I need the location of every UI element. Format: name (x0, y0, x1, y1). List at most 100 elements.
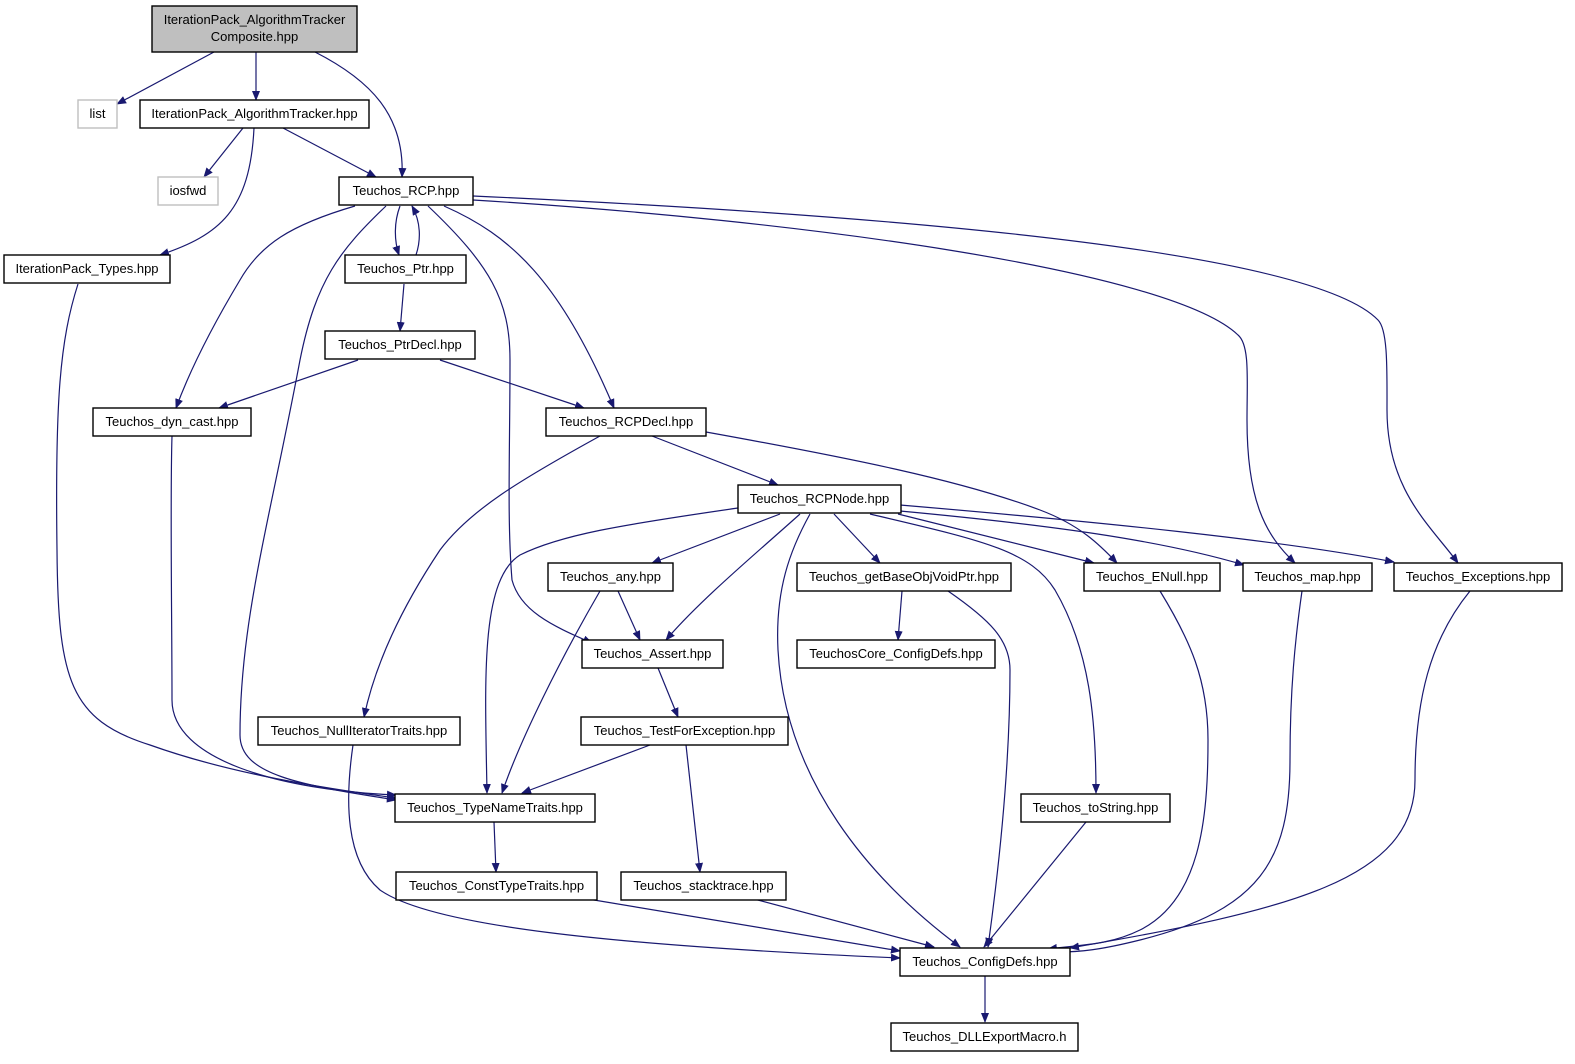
node-dyncast[interactable]: Teuchos_dyn_cast.hpp (92, 407, 252, 437)
edge-any-typename (501, 590, 601, 794)
edge-stacktrace-configdefs (753, 898, 935, 949)
node-enull[interactable]: Teuchos_ENull.hpp (1083, 562, 1221, 592)
node-map[interactable]: Teuchos_map.hpp (1242, 562, 1373, 592)
node-map-label: Teuchos_map.hpp (1254, 569, 1360, 584)
node-iptypes-label: IterationPack_Types.hpp (15, 261, 158, 276)
node-dllexport-label: Teuchos_DLLExportMacro.h (902, 1029, 1066, 1044)
edge-testfor-stacktrace (685, 744, 703, 873)
node-assert[interactable]: Teuchos_Assert.hpp (581, 639, 724, 669)
edge-rcp-rcpdecl (443, 205, 615, 409)
node-tostring-label: Teuchos_toString.hpp (1033, 800, 1159, 815)
node-stacktrace-label: Teuchos_stacktrace.hpp (633, 878, 773, 893)
node-rcpdecl[interactable]: Teuchos_RCPDecl.hpp (545, 407, 707, 437)
edge-getbase-coreconfig (894, 590, 903, 641)
edge-dyncast-typename (170, 435, 397, 799)
edge-ptr-rcp (411, 205, 420, 256)
node-getbase[interactable]: Teuchos_getBaseObjVoidPtr.hpp (796, 562, 1012, 592)
edge-algtracker-iptypes (159, 127, 255, 256)
node-consttype[interactable]: Teuchos_ConstTypeTraits.hpp (395, 871, 598, 901)
node-ptr-label: Teuchos_Ptr.hpp (357, 261, 454, 276)
node-iosfwd[interactable]: iosfwd (157, 176, 219, 206)
node-root-label-2: Composite.hpp (211, 29, 298, 44)
node-exceptions-label: Teuchos_Exceptions.hpp (1406, 569, 1551, 584)
edge-algtracker-rcp (282, 127, 377, 178)
edge-rcpdecl-nulliter (361, 435, 601, 718)
edge-ptrdecl-rcpdecl (439, 359, 585, 409)
edge-tostring-configdefs (983, 821, 1087, 948)
edge-rcpnode-enull (897, 513, 1095, 565)
node-typename[interactable]: Teuchos_TypeNameTraits.hpp (394, 793, 596, 823)
node-iptypes[interactable]: IterationPack_Types.hpp (3, 254, 171, 284)
node-any-label: Teuchos_any.hpp (560, 569, 661, 584)
edge-getbase-configdefs (947, 590, 1011, 948)
edge-ptrdecl-dyncast (218, 359, 359, 409)
node-typename-label: Teuchos_TypeNameTraits.hpp (407, 800, 583, 815)
node-tostring[interactable]: Teuchos_toString.hpp (1020, 793, 1171, 823)
edge-rcpnode-typename (482, 507, 739, 794)
node-assert-label: Teuchos_Assert.hpp (594, 646, 712, 661)
edge-rcp-ptr (392, 205, 401, 256)
edge-rcp-typename (239, 205, 397, 803)
node-configdefs-label: Teuchos_ConfigDefs.hpp (912, 954, 1057, 969)
node-ptr[interactable]: Teuchos_Ptr.hpp (344, 254, 467, 284)
edge-ptr-ptrdecl (396, 283, 405, 332)
node-rcp[interactable]: Teuchos_RCP.hpp (338, 176, 474, 206)
node-any[interactable]: Teuchos_any.hpp (547, 562, 674, 592)
node-coreconfig[interactable]: TeuchosCore_ConfigDefs.hpp (796, 639, 996, 669)
edge-algtracker-iosfwd (203, 127, 244, 178)
node-nulliter[interactable]: Teuchos_NullIteratorTraits.hpp (257, 716, 461, 746)
node-stacktrace[interactable]: Teuchos_stacktrace.hpp (620, 871, 787, 901)
node-dyncast-label: Teuchos_dyn_cast.hpp (106, 414, 239, 429)
edge-typename-consttype (491, 821, 500, 873)
edge-map-configdefs (1057, 590, 1303, 956)
node-ptrdecl-label: Teuchos_PtrDecl.hpp (338, 337, 462, 352)
node-testfor-label: Teuchos_TestForException.hpp (594, 723, 775, 738)
node-rcpnode-label: Teuchos_RCPNode.hpp (750, 491, 889, 506)
node-testfor[interactable]: Teuchos_TestForException.hpp (580, 716, 789, 746)
edge-rcpdecl-rcpnode (651, 435, 779, 486)
edge-rcpnode-assert (665, 513, 801, 641)
edge-rcpnode-tostring (869, 513, 1100, 794)
edge-rcpnode-map (899, 510, 1245, 567)
edge-rcpnode-exceptions (899, 504, 1395, 565)
edge-rcpnode-getbase (833, 513, 881, 564)
node-rcpdecl-label: Teuchos_RCPDecl.hpp (559, 414, 693, 429)
edge-rcp-exceptions (472, 195, 1459, 564)
node-ptrdecl[interactable]: Teuchos_PtrDecl.hpp (324, 330, 476, 360)
node-configdefs[interactable]: Teuchos_ConfigDefs.hpp (899, 947, 1071, 977)
node-list[interactable]: list (77, 99, 118, 129)
edge-rcp-map (472, 199, 1296, 564)
nodes-layer: IterationPack_AlgorithmTracker Composite… (3, 5, 1563, 1052)
node-root-label-1: IterationPack_AlgorithmTracker (164, 12, 346, 27)
edge-nulliter-configdefs (348, 744, 901, 962)
edge-assert-testfor (657, 667, 679, 718)
node-rcpnode[interactable]: Teuchos_RCPNode.hpp (737, 484, 902, 514)
node-enull-label: Teuchos_ENull.hpp (1096, 569, 1208, 584)
node-dllexport[interactable]: Teuchos_DLLExportMacro.h (890, 1022, 1079, 1052)
edge-rcpnode-configdefs (777, 513, 961, 948)
node-coreconfig-label: TeuchosCore_ConfigDefs.hpp (809, 646, 982, 661)
edge-root-rcp (314, 51, 407, 178)
edge-root-list (116, 51, 215, 105)
node-root[interactable]: IterationPack_AlgorithmTracker Composite… (151, 5, 358, 53)
node-consttype-label: Teuchos_ConstTypeTraits.hpp (409, 878, 584, 893)
node-algtracker-label: IterationPack_AlgorithmTracker.hpp (151, 106, 357, 121)
edge-rcpdecl-enull (705, 431, 1118, 564)
edge-consttype-configdefs (587, 898, 901, 954)
edge-exceptions-configdefs (1069, 590, 1471, 951)
edge-any-assert (617, 590, 641, 641)
node-exceptions[interactable]: Teuchos_Exceptions.hpp (1393, 562, 1563, 592)
node-getbase-label: Teuchos_getBaseObjVoidPtr.hpp (809, 569, 999, 584)
edge-rcpnode-any (651, 513, 781, 564)
node-rcp-label: Teuchos_RCP.hpp (353, 183, 460, 198)
node-algtracker[interactable]: IterationPack_AlgorithmTracker.hpp (139, 99, 370, 129)
node-list-label: list (90, 106, 106, 121)
node-nulliter-label: Teuchos_NullIteratorTraits.hpp (271, 723, 448, 738)
edge-enull-configdefs (1047, 590, 1209, 952)
node-iosfwd-label: iosfwd (170, 183, 207, 198)
edge-rcp-assert (427, 205, 593, 644)
edge-testfor-typename (521, 744, 651, 794)
edge-rcp-dyncast (175, 205, 356, 409)
edges-layer (55, 51, 1471, 1023)
